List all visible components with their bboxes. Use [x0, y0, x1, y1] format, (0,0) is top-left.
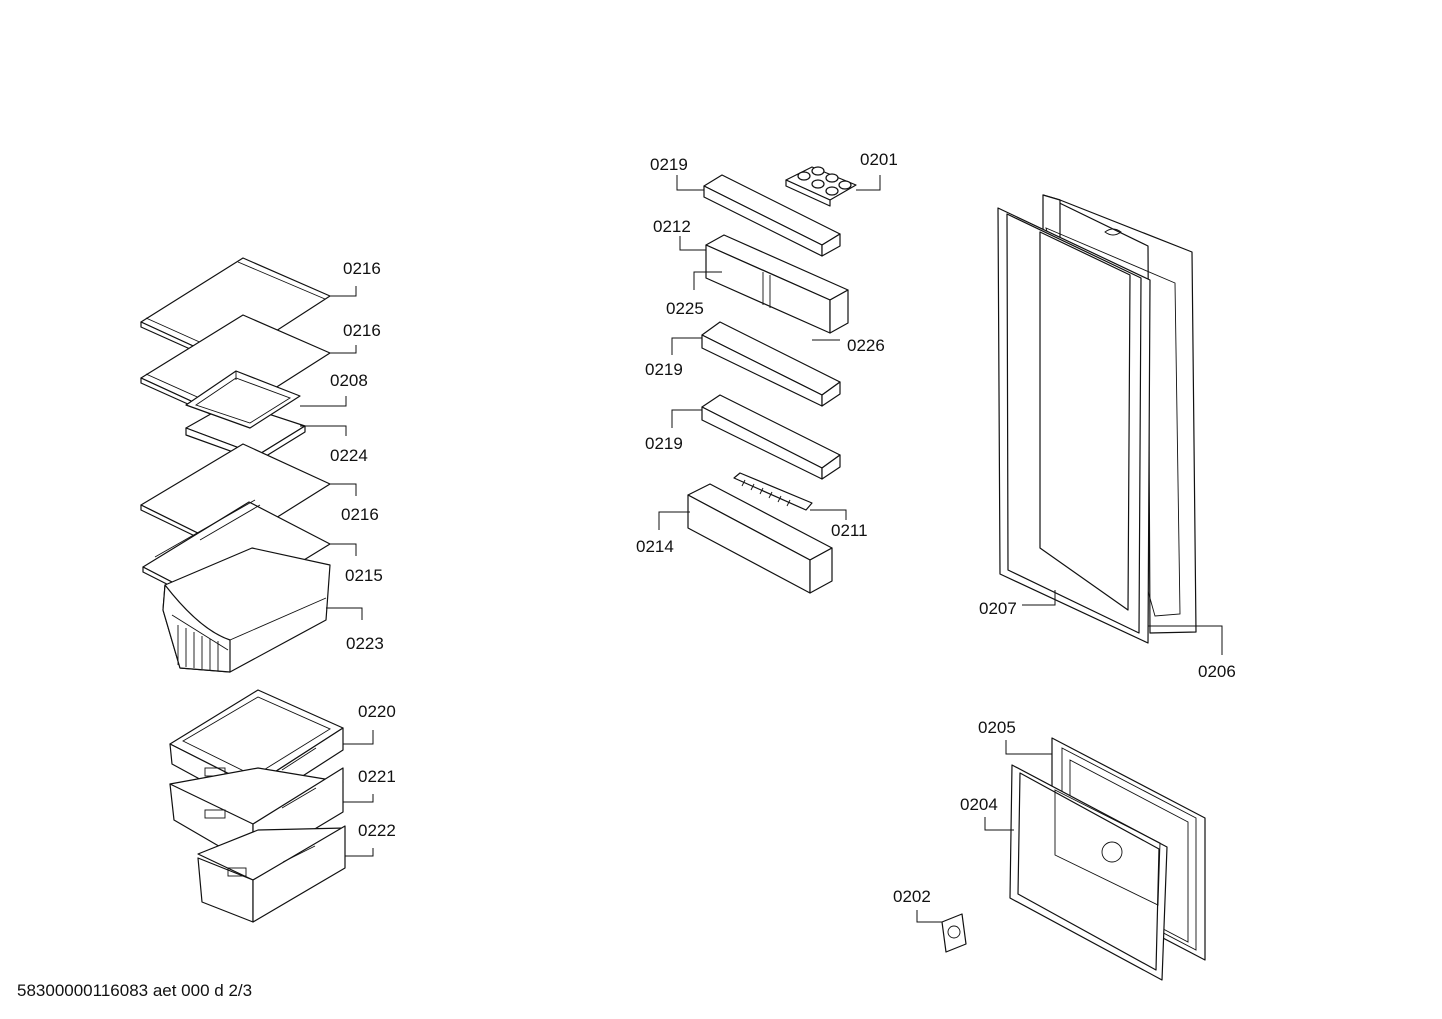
callout-0226: 0226 [847, 336, 885, 355]
callout-0224: 0224 [330, 446, 368, 465]
crisper-bin [162, 547, 331, 673]
callout-0220: 0220 [358, 702, 396, 721]
callout-0207: 0207 [979, 599, 1017, 618]
callout-0225: 0225 [666, 299, 704, 318]
door-shelf-top [703, 174, 841, 257]
door-shelf-divided [705, 234, 849, 334]
callout-0214: 0214 [636, 537, 674, 556]
bottle-shelf [687, 483, 833, 594]
callout-0202: 0202 [893, 887, 931, 906]
door-shelf-lower [701, 394, 841, 480]
glass-shelf-top [140, 257, 331, 367]
callout-0219-middle: 0219 [645, 360, 683, 379]
callout-0205: 0205 [978, 718, 1016, 737]
callout-0219-lower: 0219 [645, 434, 683, 453]
freezer-drawer-bottom [197, 825, 346, 923]
callout-0208: 0208 [330, 371, 368, 390]
document-id: 58300000116083 aet 000 d 2/3 [17, 981, 253, 1000]
fridge-door-gasket [997, 207, 1151, 644]
callout-0219-top: 0219 [650, 155, 688, 174]
callout-0212: 0212 [653, 217, 691, 236]
callout-0216-top: 0216 [343, 259, 381, 278]
callout-0204: 0204 [960, 795, 998, 814]
callout-0222: 0222 [358, 821, 396, 840]
left-leaders [300, 286, 374, 857]
freezer-door-gasket [1009, 764, 1168, 981]
callout-0206: 0206 [1198, 662, 1236, 681]
callout-0216-second: 0216 [343, 321, 381, 340]
callout-0221: 0221 [358, 767, 396, 786]
callout-0216-third: 0216 [341, 505, 379, 524]
right-leaders [916, 590, 1223, 923]
bottle-retainer [733, 472, 813, 511]
egg-tray [785, 166, 857, 207]
callout-0201: 0201 [860, 150, 898, 169]
thermostat-knob [941, 913, 967, 953]
callout-0215: 0215 [345, 566, 383, 585]
callout-labels: 0216 0216 0208 0224 0216 0215 0223 0220 … [330, 150, 1236, 906]
door-shelf-middle [701, 321, 841, 407]
callout-0223: 0223 [346, 634, 384, 653]
callout-0211: 0211 [831, 521, 868, 540]
middle-leaders [658, 175, 881, 530]
